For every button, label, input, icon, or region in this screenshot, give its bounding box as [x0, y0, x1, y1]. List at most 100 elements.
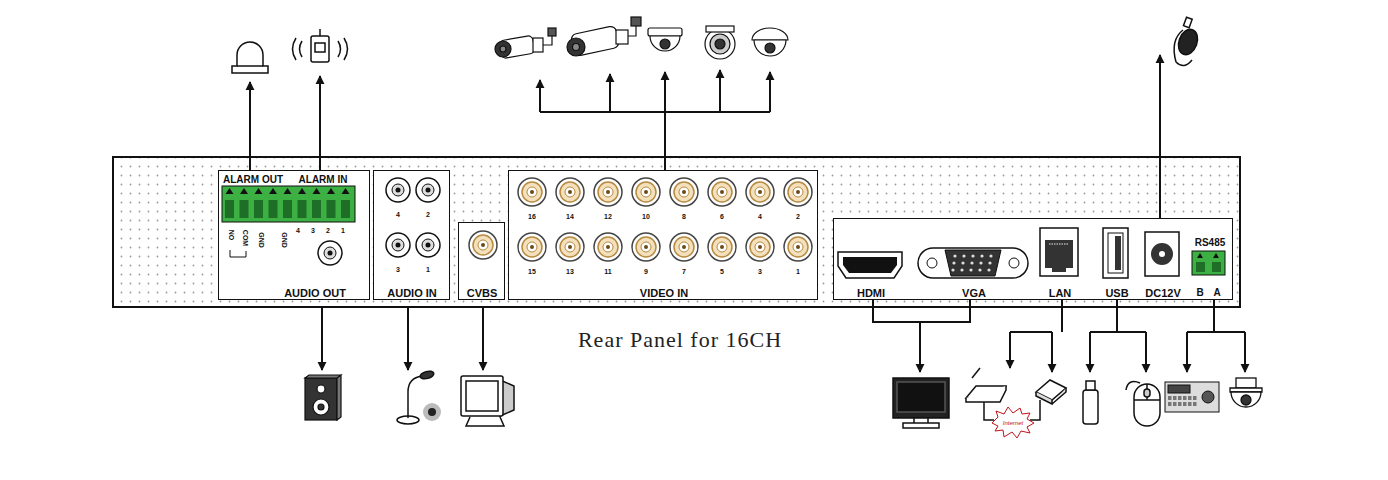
speaker-icon [305, 378, 337, 420]
pin-name: 3 [311, 227, 315, 234]
rca-jack [318, 241, 342, 265]
bnc-connector [746, 233, 774, 261]
speaker-icon [313, 399, 329, 415]
microphone-icon [397, 370, 441, 424]
usb-port [1108, 233, 1123, 273]
bnc-connector [670, 233, 698, 261]
bnc-connector [598, 182, 618, 202]
keyboard-icon [1188, 402, 1192, 406]
vga-port [953, 254, 956, 257]
microphone-icon [423, 403, 441, 421]
port-label: LAN [1049, 288, 1072, 299]
router-icon [966, 386, 1006, 402]
rear-panel [833, 218, 1233, 300]
rca-jack [396, 188, 401, 193]
rear-panel [114, 158, 1239, 306]
port-label: CVBS [467, 288, 498, 299]
dome-camera-icon [648, 28, 682, 36]
bnc-connector [750, 182, 770, 202]
panel-section: CVBS [458, 222, 505, 300]
usb-stick-icon [1086, 381, 1095, 390]
wire [319, 76, 321, 170]
bnc-connector [530, 245, 534, 249]
keyboard-icon [1168, 385, 1190, 393]
bnc-connector [560, 182, 580, 202]
terminal-block [240, 200, 249, 218]
internet-label: Internet [1003, 420, 1023, 426]
terminal-block [222, 186, 355, 222]
pin-name: GND [281, 232, 288, 248]
wire [250, 55, 1245, 372]
bnc-connector [603, 242, 613, 252]
rca-jack [318, 241, 342, 265]
alarm-sensor-icon [338, 41, 341, 57]
terminal-block [255, 188, 263, 194]
rs485-terminal [1197, 253, 1219, 258]
usb-stick-icon [1083, 390, 1098, 424]
bnc-connector [717, 242, 727, 252]
bnc-connector [717, 187, 727, 197]
dome-camera-icon [754, 40, 786, 56]
wire [249, 82, 251, 170]
port-number: 16 [528, 213, 536, 220]
terminal-block [269, 200, 278, 218]
port-number: 1 [426, 266, 430, 273]
wire [1090, 300, 1146, 332]
port-label: ALARM IN [299, 175, 348, 185]
rca-jack [422, 239, 434, 251]
bnc-connector [644, 245, 648, 249]
usb-port [1115, 236, 1121, 270]
usb-port [1103, 228, 1128, 278]
rca-jack [328, 251, 333, 256]
internet-burst [992, 407, 1034, 438]
vga-port [918, 248, 1028, 278]
rs485-terminal [1196, 262, 1205, 272]
rear-panel [458, 222, 505, 300]
vga-port [987, 268, 990, 271]
speaker-icon [317, 385, 325, 393]
vga-port [945, 250, 1001, 276]
bnc-connector [720, 245, 724, 249]
panel-section: ALARM OUTALARM INAUDIO OUT [218, 170, 370, 300]
rca-jack [426, 188, 431, 193]
wire [1145, 332, 1147, 372]
keyboard-icon [1168, 396, 1197, 406]
terminal-block [341, 200, 350, 218]
bnc-connector [522, 237, 542, 257]
dc-jack [1145, 232, 1179, 276]
wire [1244, 332, 1246, 372]
rca-jack [426, 243, 431, 248]
bnc-connector [712, 237, 732, 257]
bnc-connector [556, 178, 584, 206]
mouse-icon [1144, 389, 1150, 397]
alarm-siren-icon [232, 42, 268, 73]
bnc-connector [720, 190, 724, 194]
port-number: 9 [644, 268, 648, 275]
alarm-sensor-icon [319, 29, 321, 36]
bnc-connector [788, 237, 808, 257]
port-label: VIDEO IN [640, 288, 688, 299]
bnc-connector [796, 245, 800, 249]
keyboard-icon [1165, 382, 1219, 412]
bnc-connector [708, 233, 736, 261]
wire [321, 307, 323, 370]
port-number: 6 [720, 213, 724, 220]
bullet-camera-icon [567, 17, 641, 57]
bnc-connector [565, 242, 575, 252]
wire [1187, 300, 1245, 332]
rca-jack [422, 184, 434, 196]
wire [1051, 332, 1053, 372]
bnc-connector [674, 182, 694, 202]
bnc-connector [518, 233, 546, 261]
keyboard-icon [1173, 402, 1177, 406]
rca-jack [396, 243, 401, 248]
lcd-monitor-icon [893, 378, 949, 418]
rca-jack [386, 233, 410, 257]
bnc-connector [560, 237, 580, 257]
wire [540, 112, 770, 170]
lcd-monitor-icon [897, 382, 945, 412]
caption: Rear Panel for 16CH [578, 327, 782, 353]
panel-section: VIDEO IN [508, 170, 818, 300]
pin-name: GND [258, 232, 265, 248]
terminal-block [222, 186, 355, 222]
